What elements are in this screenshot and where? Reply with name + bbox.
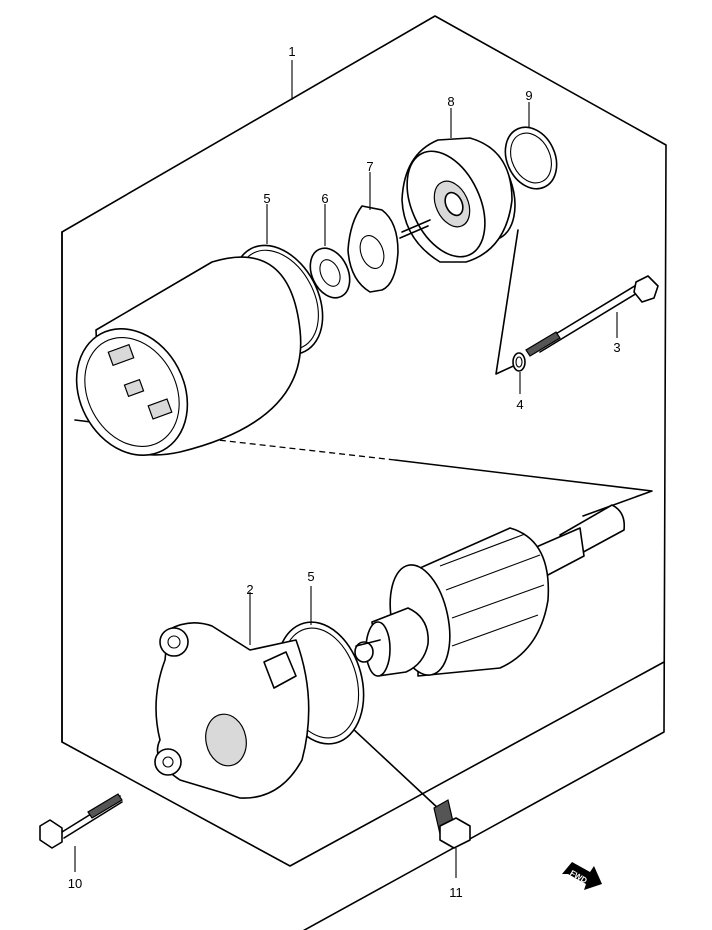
bolt-10 <box>39 793 123 849</box>
end-cover-8 <box>399 137 516 263</box>
washer-6 <box>309 247 351 299</box>
callout-1: 1 <box>288 44 295 59</box>
callout-4: 4 <box>516 397 523 412</box>
callout-11: 11 <box>449 885 463 900</box>
screw-11 <box>433 799 471 849</box>
callout-6: 6 <box>321 191 328 206</box>
washer-4 <box>512 352 526 372</box>
callout-8: 8 <box>447 94 454 109</box>
front-housing-2 <box>154 622 310 799</box>
yoke-housing <box>75 256 302 456</box>
assembly-outline <box>61 15 667 930</box>
callout-9: 9 <box>525 88 532 103</box>
callout-10: 10 <box>68 876 82 891</box>
fwd-arrow-icon: FWD <box>562 862 602 890</box>
through-bolt-3 <box>525 275 659 357</box>
callout-5-lower: 5 <box>307 569 314 584</box>
callout-2: 2 <box>246 582 253 597</box>
callout-7: 7 <box>366 159 373 174</box>
o-ring-9 <box>504 126 558 190</box>
callout-3: 3 <box>613 340 620 355</box>
callout-5-upper: 5 <box>263 191 270 206</box>
armature <box>354 504 626 677</box>
brush-plate-7 <box>347 205 399 293</box>
leader-lines <box>74 60 618 878</box>
callout-labels: 1 2 3 4 5 5 6 7 8 9 10 11 <box>68 44 621 900</box>
